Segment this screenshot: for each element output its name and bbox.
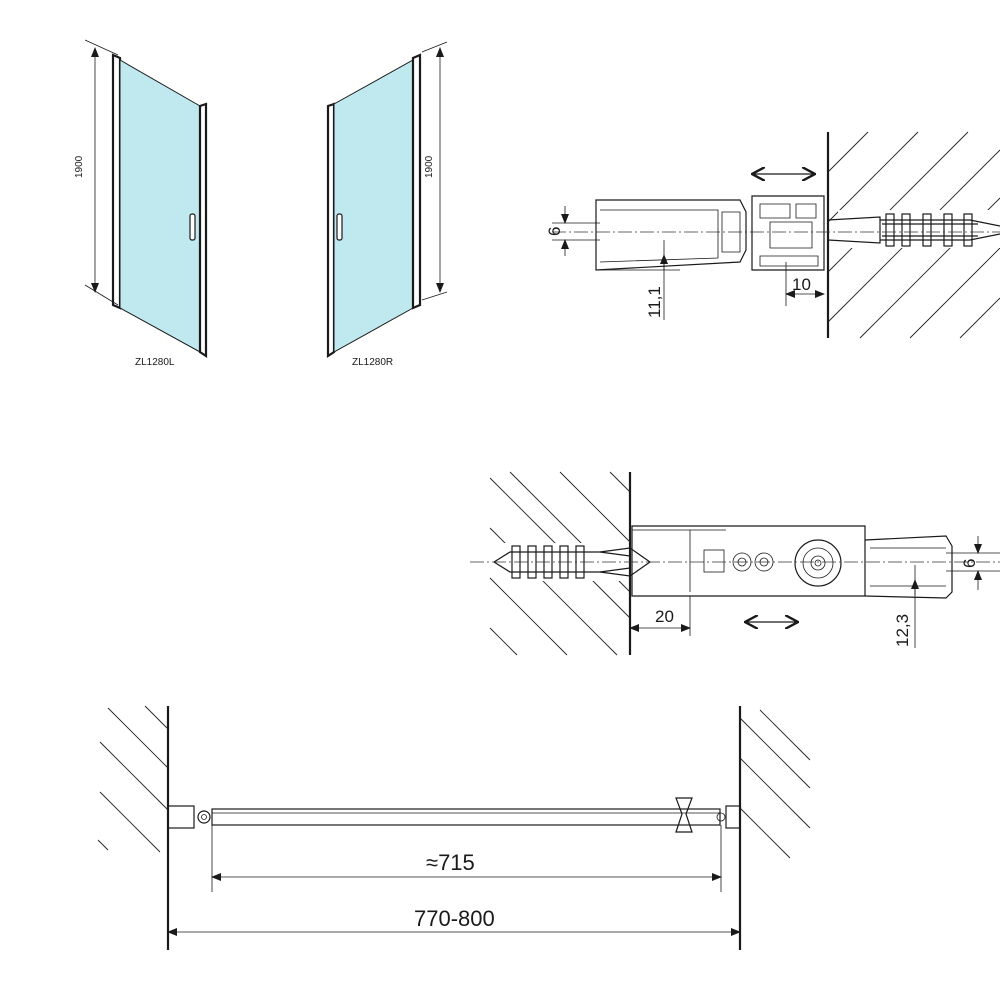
plan-view	[97, 705, 811, 950]
profile-detail-bottom	[470, 471, 1000, 656]
right-door-view	[326, 41, 448, 359]
plan-dim-inner: ≈715	[426, 850, 475, 875]
profile-detail-top	[552, 131, 1000, 339]
right-door-label: ZL1280R	[352, 357, 393, 368]
left-door-height: 1900	[74, 155, 85, 178]
right-door-height: 1900	[424, 155, 435, 178]
left-door-view	[84, 39, 208, 359]
top-dim-6: 6	[545, 227, 564, 236]
bottom-dim-20: 20	[655, 607, 674, 626]
top-dim-10: 10	[792, 275, 811, 294]
left-door-label: ZL1280L	[135, 357, 175, 368]
plan-dim-outer: 770-800	[414, 906, 495, 931]
bottom-dim-12-3: 12,3	[893, 614, 912, 647]
top-dim-11-1: 11,1	[645, 286, 664, 318]
bottom-dim-6: 6	[960, 559, 979, 568]
